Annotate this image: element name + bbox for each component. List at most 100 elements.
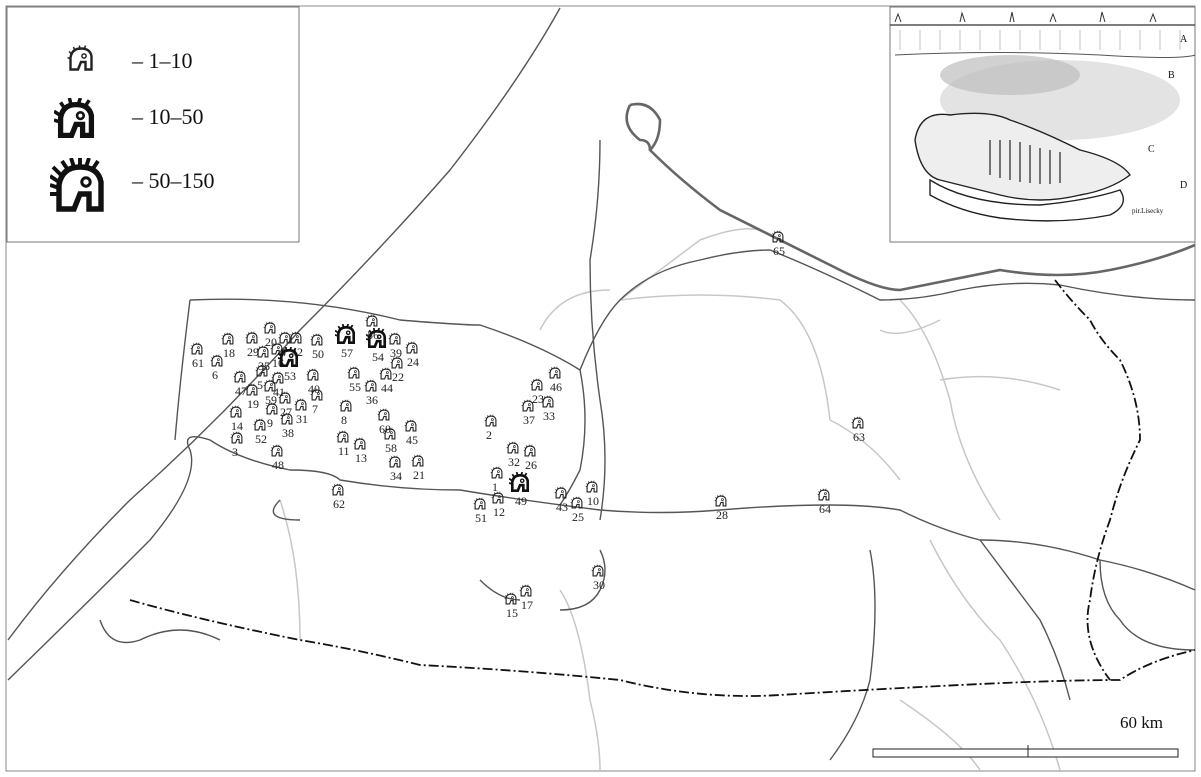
horse-burial-icon — [339, 399, 352, 412]
site-label: 37 — [523, 413, 535, 427]
site-marker-33: 33 — [541, 395, 555, 423]
site-label: 55 — [349, 380, 361, 394]
state-border — [625, 102, 1196, 292]
dash-dot-border — [129, 279, 1196, 697]
site-marker-17: 17 — [519, 584, 533, 612]
horse-burial-icon — [221, 332, 234, 345]
site-label: 30 — [593, 578, 605, 592]
inset-layer-d: D — [1180, 180, 1187, 191]
site-label: 15 — [506, 606, 518, 620]
horse-burial-icon — [253, 418, 266, 431]
site-label: 39 — [390, 346, 402, 360]
horse-burial-icon — [289, 331, 302, 344]
site-marker-57: 57 — [335, 324, 356, 360]
site-label: 28 — [716, 508, 728, 522]
site-label: 19 — [247, 397, 259, 411]
site-marker-19: 19 — [245, 383, 259, 411]
site-marker-31: 31 — [294, 398, 308, 426]
site-marker-43: 43 — [554, 486, 568, 514]
site-label: 32 — [508, 455, 520, 469]
horse-burial-icon — [230, 431, 243, 444]
horse-burial-icon — [233, 370, 246, 383]
site-label: 62 — [333, 497, 345, 511]
site-marker-51: 51 — [473, 497, 487, 525]
site-label: 48 — [272, 458, 284, 472]
site-label: 45 — [406, 433, 418, 447]
site-marker-32: 32 — [506, 441, 520, 469]
site-label: 29 — [247, 345, 259, 359]
site-label: 18 — [223, 346, 235, 360]
site-label: 61 — [192, 356, 204, 370]
site-marker-40: 40 — [306, 368, 320, 396]
site-label: 60 — [379, 422, 391, 436]
site-label: 2 — [486, 428, 492, 442]
site-marker-55: 55 — [347, 366, 361, 394]
site-marker-52: 52 — [253, 418, 267, 446]
site-label: 44 — [381, 381, 393, 395]
horse-burial-icon — [404, 419, 417, 432]
site-marker-24: 24 — [405, 341, 419, 369]
site-marker-29: 29 — [245, 331, 259, 359]
horse-burial-icon — [271, 371, 284, 384]
site-marker-28: 28 — [714, 494, 728, 522]
site-marker-60: 60 — [377, 408, 391, 436]
legend-entry-small: – 1–10 — [131, 48, 193, 73]
horse-burial-icon — [506, 441, 519, 454]
site-marker-53: 53 — [278, 347, 299, 383]
site-marker-11: 11 — [336, 430, 350, 458]
horse-burial-icon — [190, 342, 203, 355]
site-marker-13: 13 — [353, 437, 367, 465]
site-label: 10 — [587, 494, 599, 508]
horse-burial-icon — [490, 466, 503, 479]
inset-layer-b: B — [1168, 70, 1175, 81]
site-label: 26 — [525, 458, 537, 472]
site-label: 51 — [475, 511, 487, 525]
river-network — [279, 228, 1061, 771]
site-marker-23: 23 — [530, 378, 544, 406]
site-marker-18: 18 — [221, 332, 235, 360]
site-marker-41: 41 — [271, 371, 285, 399]
site-label: 6 — [212, 368, 218, 382]
site-marker-39: 39 — [388, 332, 402, 360]
inset-layer-a: A — [1180, 34, 1188, 45]
site-marker-63: 63 — [851, 416, 865, 444]
site-marker-56: 56 — [365, 314, 379, 342]
site-label: 43 — [556, 500, 568, 514]
site-label: 57 — [341, 346, 353, 360]
legend: – 1–10 – 10–50 – 50–150 — [6, 6, 300, 243]
site-marker-21: 21 — [411, 454, 425, 482]
horse-burial-icon — [336, 430, 349, 443]
site-label: 50 — [312, 347, 324, 361]
site-marker-46: 46 — [548, 366, 562, 394]
horse-burial-icon — [335, 324, 356, 345]
legend-entry-medium: – 10–50 — [131, 104, 204, 129]
horse-burial-icon — [548, 366, 561, 379]
horse-burial-icon — [473, 497, 486, 510]
horse-burial-icon — [347, 366, 360, 379]
horse-burial-icon — [310, 333, 323, 346]
site-label: 38 — [282, 426, 294, 440]
site-label: 25 — [572, 510, 584, 524]
horse-burial-icon — [484, 414, 497, 427]
coastline-and-main-rivers — [7, 7, 1196, 761]
site-label: 40 — [308, 382, 320, 396]
horse-burial-icon — [509, 472, 530, 493]
horse-burial-icon — [388, 455, 401, 468]
scale-label: 60 km — [1120, 713, 1163, 732]
site-marker-36: 36 — [364, 379, 378, 407]
site-label: 20 — [265, 335, 277, 349]
horse-burial-icon — [530, 378, 543, 391]
site-label: 53 — [284, 369, 296, 383]
site-marker-54: 54 — [366, 328, 387, 364]
horse-burial-icon — [270, 444, 283, 457]
site-marker-6: 6 — [210, 354, 223, 382]
horse-burial-icon — [263, 321, 276, 334]
site-marker-30: 30 — [591, 564, 605, 592]
site-label: 3 — [232, 445, 238, 459]
site-label: 21 — [413, 468, 425, 482]
site-label: 31 — [296, 412, 308, 426]
horse-burial-icon — [229, 405, 242, 418]
site-marker-48: 48 — [270, 444, 284, 472]
